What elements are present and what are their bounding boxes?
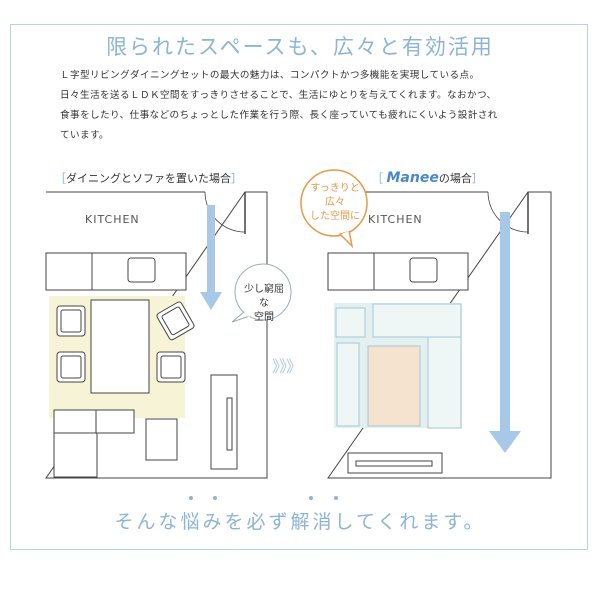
intro-line: 日々生活を送るＬＤＫ空間をすっきりさせることで、生活にゆとりを与えてくれます。な…: [60, 90, 497, 101]
left-kitchen-label: KITCHEN: [85, 213, 140, 226]
right-down-arrow: [489, 212, 521, 453]
right-l-sofa-set: [335, 303, 462, 429]
intro-text: Ｌ字型リビングダイニングセットの最大の魅力は、コンパクトかつ多機能を実現している…: [60, 66, 560, 146]
orange-bubble-text: すっきりと広々 した空間に: [305, 182, 365, 224]
left-kitchen-counter: [45, 252, 187, 291]
grey-bubble-line: 少し窮屈な: [244, 284, 284, 309]
left-sofa: [53, 409, 135, 478]
intro-line: Ｌ字型リビングダイニングセットの最大の魅力は、コンパクトかつ多機能を実現している…: [60, 70, 480, 81]
grey-bubble-line: 空間: [254, 312, 274, 323]
left-chairs: [56, 301, 195, 383]
left-down-arrow: [200, 205, 222, 310]
left-plan-label: ［ダイニングとソファを置いた場合］: [55, 172, 242, 185]
left-low-table: [145, 418, 178, 461]
left-tv-board: [210, 374, 238, 470]
right-door-swing: [487, 191, 529, 233]
page-title: 限られたスペースも、広々と有効活用: [106, 35, 494, 59]
chevron-right-icon: 》》》: [272, 357, 302, 376]
right-kitchen-sink: [409, 257, 438, 283]
grey-speech-bubble: [231, 263, 292, 323]
orange-bubble-line: した空間に: [310, 211, 360, 222]
intro-line: ています。: [60, 130, 110, 141]
orange-bubble-line: すっきりと広々: [310, 183, 360, 208]
bottom-message: そんな悩みを必ず解消してくれます。: [114, 511, 486, 533]
left-floor-plan: [45, 191, 268, 479]
right-kitchen-label: KITCHEN: [368, 213, 423, 226]
emphasis-dots: [189, 496, 338, 500]
left-kitchen-sink: [127, 257, 156, 283]
intro-line: 食事をしたり、仕事などのちょっとした作業を行う際、長く座っていても疲れにくいよう…: [60, 110, 498, 121]
right-plan-label: ［ Maneeの場合］: [372, 170, 483, 186]
right-plan-label-text: の場合: [438, 172, 472, 185]
brand-logo: Manee: [386, 170, 439, 186]
right-kitchen-counter: [327, 252, 469, 291]
grey-bubble-text: 少し窮屈な 空間: [242, 283, 286, 325]
orange-speech-bubble: [300, 169, 368, 249]
content-frame: [10, 24, 588, 550]
left-dining-table: [90, 299, 150, 394]
left-plan-label-text: ダイニングとソファを置いた場合: [66, 172, 231, 185]
left-door-swing: [204, 191, 246, 233]
right-floor-plan: [327, 191, 552, 479]
